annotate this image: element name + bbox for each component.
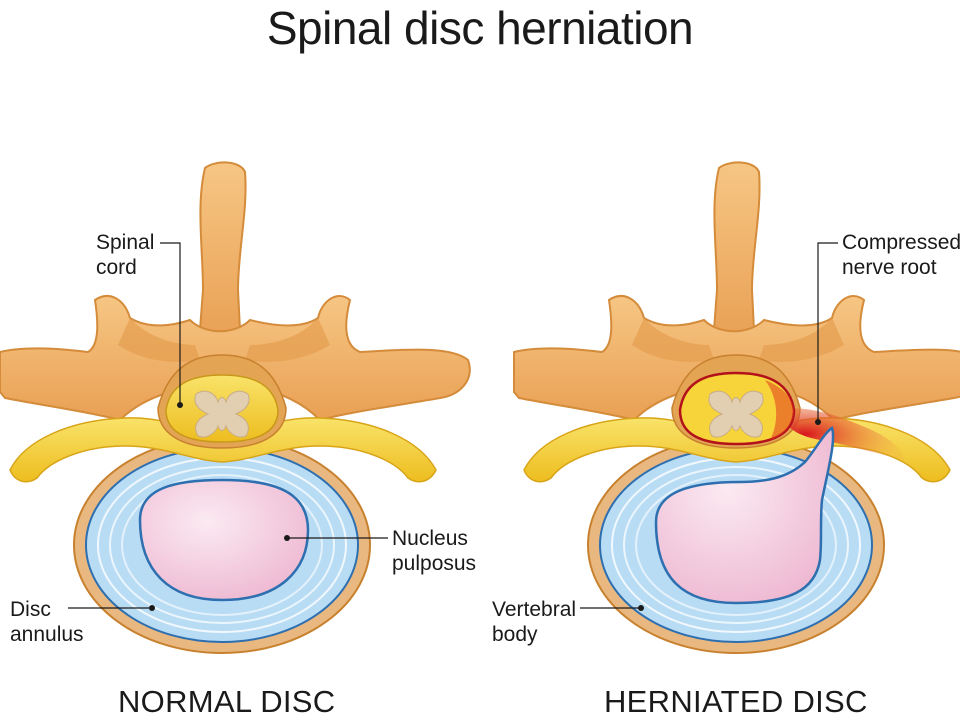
caption-normal-disc: NORMAL DISC	[118, 684, 336, 719]
inflamed-nerve-root	[780, 408, 905, 460]
label-disc-annulus: Disc annulus	[10, 598, 84, 646]
label-spinal-cord: Spinal cord	[96, 231, 155, 279]
page-title: Spinal disc herniation	[266, 2, 694, 54]
label-compressed-nerve-root: Compressed nerve root	[842, 231, 960, 279]
normal-disc-diagram	[0, 161, 471, 654]
herniated-nucleus-pulposus	[654, 426, 835, 605]
spinal-cord-leader	[160, 242, 181, 405]
herniated-disc-diagram	[513, 161, 960, 654]
caption-herniated-disc: HERNIATED DISC	[604, 684, 868, 719]
label-nucleus-pulposus: Nucleus pulposus	[392, 527, 477, 575]
compressed-nerve-leader	[817, 242, 838, 422]
normal-nucleus-pulposus	[138, 478, 310, 602]
label-vertebral-body: Vertebral body	[492, 598, 577, 646]
